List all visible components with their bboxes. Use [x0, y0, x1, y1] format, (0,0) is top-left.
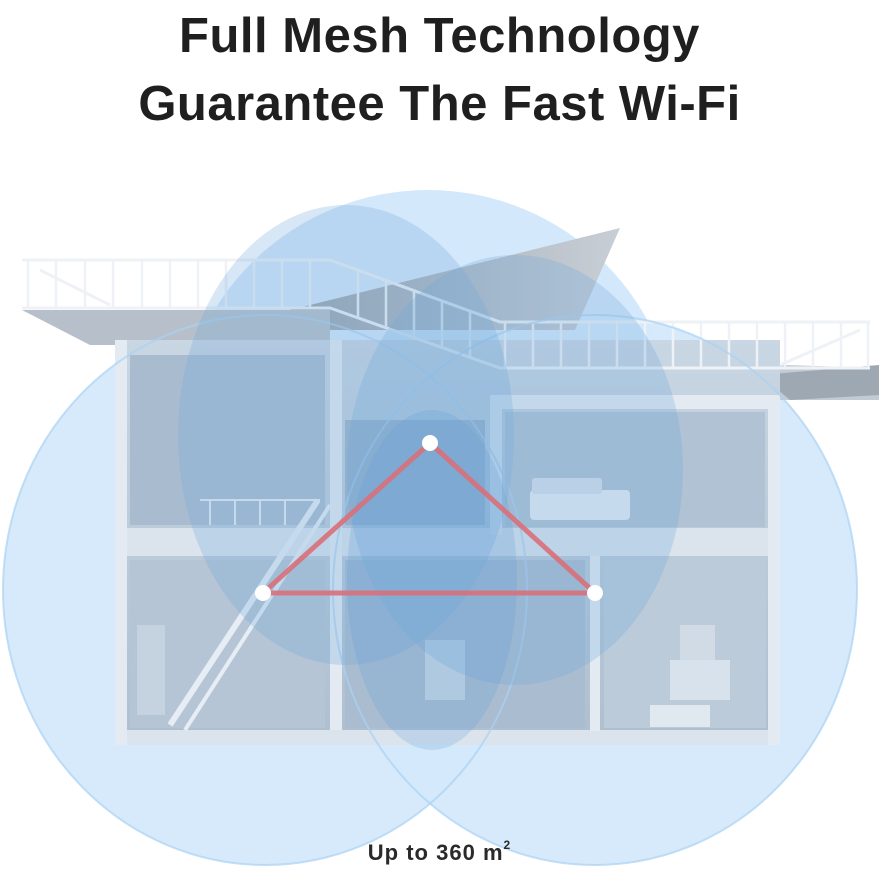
- coverage-overlay: [2, 205, 858, 866]
- house-cutaway: [115, 340, 780, 745]
- coverage-exponent: 2: [503, 838, 512, 852]
- coverage-unit: m: [482, 840, 504, 865]
- terrace-railing: [22, 258, 870, 370]
- mesh-node-right: [587, 585, 603, 601]
- mesh-links: [260, 440, 598, 596]
- mesh-nodes: [255, 435, 603, 601]
- headline-line-2: Guarantee The Fast Wi-Fi: [138, 77, 741, 131]
- headline-line-1: Full Mesh Technology: [179, 9, 700, 63]
- mesh-node-left: [255, 585, 271, 601]
- coverage-caption: Up to 360 m2: [0, 838, 879, 866]
- mesh-node-top: [422, 435, 438, 451]
- coverage-text: Up to 360: [367, 840, 476, 865]
